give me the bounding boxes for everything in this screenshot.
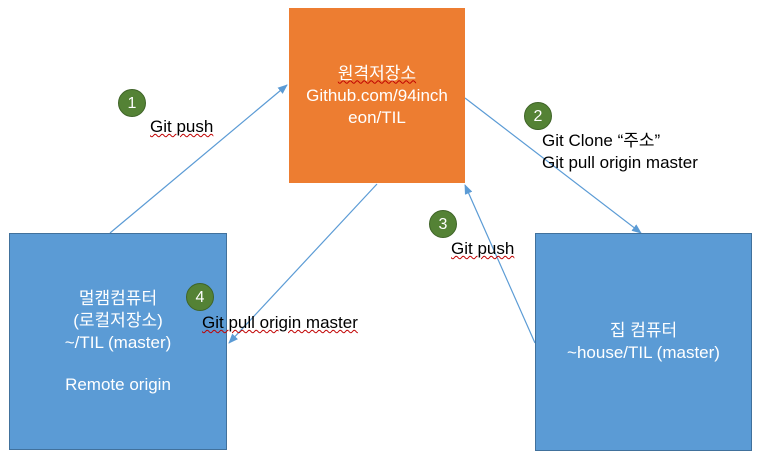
step-2-label: Git Clone “주소” Git pull origin master — [542, 130, 698, 174]
remote-url-line1: Github.com/94inch — [306, 85, 448, 105]
step-3-line-1: Git push — [451, 239, 515, 258]
right-computer-path: ~house/TIL (master) — [567, 343, 720, 362]
arrow-push-left-to-remote — [109, 84, 288, 234]
remote-url-line2: eon/TIL — [348, 107, 406, 127]
step-1-line-1: Git push — [150, 117, 214, 136]
multicampus-computer-box: 멀캠컴퓨터 (로컬저장소) ~/TIL (master) Remote orig… — [9, 233, 227, 450]
remote-title: 원격저장소 — [337, 63, 417, 83]
step-1-label: Git push — [150, 116, 213, 138]
step-4-label: Git pull origin master — [202, 312, 358, 334]
arrow-push-right-to-remote — [464, 184, 536, 344]
remote-repository-box: 원격저장소 Github.com/94inch eon/TIL — [289, 8, 465, 183]
step-1-badge: 1 — [118, 89, 146, 117]
left-computer-remote: Remote origin — [65, 374, 171, 394]
step-4-badge: 4 — [186, 283, 214, 311]
left-computer-title: 멀캠컴퓨터 — [78, 288, 158, 308]
arrow-clone-remote-to-right — [464, 97, 642, 234]
step-4-line-1: Git pull origin master — [202, 313, 358, 332]
step-2-badge: 2 — [524, 102, 552, 130]
step-3-label: Git push — [451, 238, 514, 260]
step-2-line-1: Git Clone “주소” — [542, 131, 661, 150]
left-computer-subtitle: (로컬저장소) — [73, 310, 163, 330]
left-computer-path: ~/TIL (master) — [64, 332, 172, 352]
step-2-line-2: Git pull origin master — [542, 153, 698, 172]
arrow-pull-remote-to-left — [228, 183, 378, 344]
home-computer-box: 집 컴퓨터 ~house/TIL (master) — [535, 233, 752, 451]
step-3-badge: 3 — [429, 210, 457, 238]
right-computer-title: 집 컴퓨터 — [609, 321, 678, 340]
